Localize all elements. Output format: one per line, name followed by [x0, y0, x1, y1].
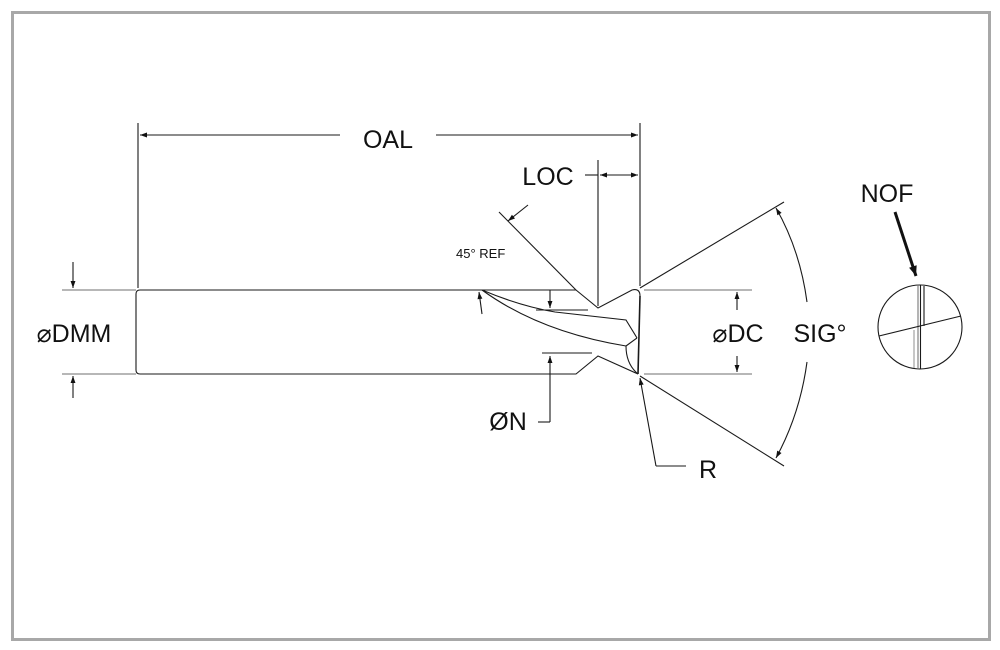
point-angle-dimension: SIG°: [639, 201, 847, 467]
nof-label: NOF: [861, 180, 914, 208]
oal-label: OAL: [363, 126, 413, 154]
radius-label: R: [699, 456, 717, 484]
bottom-profile: [140, 355, 639, 375]
neck-dimension: ØN: [489, 290, 592, 436]
nof-end-view: NOF: [861, 180, 963, 370]
loc-dimension: LOC: [522, 160, 638, 306]
nof-arrow: [893, 211, 918, 277]
dc-dimension: ⌀DC: [712, 292, 764, 372]
shank-end: [135, 289, 141, 375]
top-profile: [140, 289, 641, 309]
dmm-label: ⌀DMM: [37, 320, 112, 348]
drawing-frame: [11, 11, 991, 641]
extension-lines: [62, 289, 752, 375]
loc-label: LOC: [522, 163, 573, 191]
flute-corner: [625, 345, 639, 375]
dmm-dimension: ⌀DMM: [37, 262, 112, 398]
oal-dimension: OAL: [137, 123, 641, 288]
tip-face: [637, 295, 641, 375]
tool-outline: [135, 289, 641, 375]
neck-label: ØN: [489, 408, 527, 436]
flute-curve-lower: [481, 289, 638, 347]
dc-label: ⌀DC: [712, 320, 763, 348]
radius-dimension: R: [638, 377, 717, 484]
flute-curve-upper: [481, 289, 638, 339]
chamfer-ref-label: 45° REF: [456, 246, 505, 261]
chamfer-ref-dimension: 45° REF: [456, 204, 577, 315]
sig-label: SIG°: [793, 320, 846, 348]
